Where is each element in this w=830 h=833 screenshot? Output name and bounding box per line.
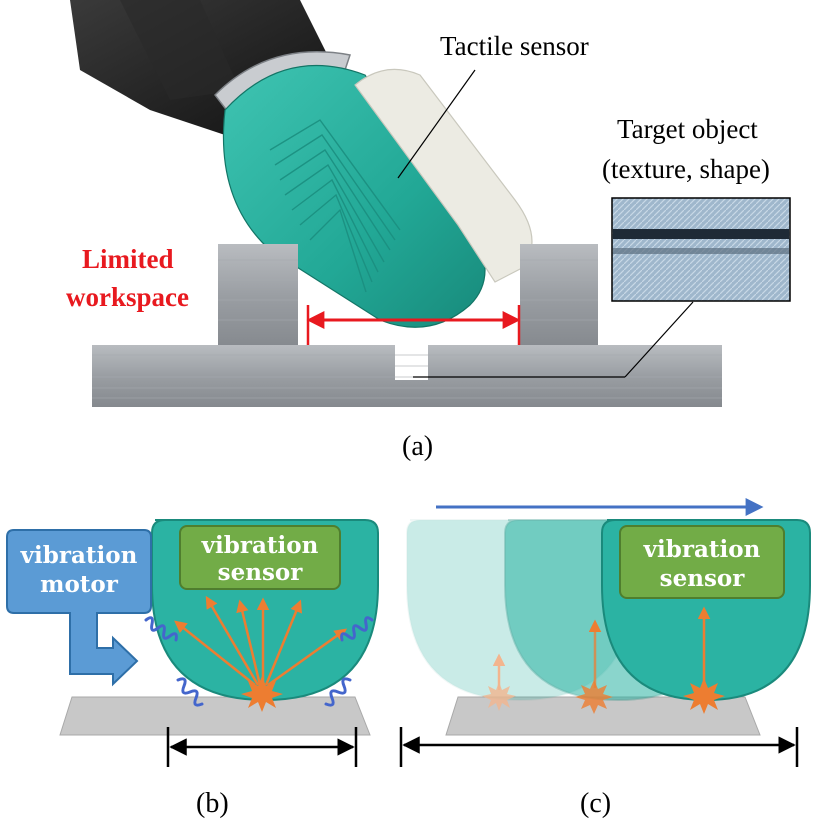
vibration-motor-label-line1: vibration: [20, 542, 138, 569]
vibration-sensor-box-c: [619, 525, 785, 599]
vibration-sensor-label-b-line2: sensor: [218, 559, 304, 586]
vibration-sensor-label-b-line1: vibration: [201, 532, 319, 559]
target-object-label-line2: (texture, shape): [602, 154, 770, 184]
target-wall-left: [218, 244, 298, 348]
vibration-motor-label-line2: motor: [40, 571, 119, 598]
texture-inset-groove: [613, 229, 789, 239]
surface-b: [59, 696, 371, 736]
target-object-leader-diag: [624, 301, 694, 378]
sensor-ridges: [269, 119, 401, 293]
vibration-sensor-label-c-line2: sensor: [660, 565, 746, 592]
contact-burst-b: [241, 676, 283, 712]
caption-b: (b): [196, 788, 229, 819]
panel-c: vibration sensor (c): [399, 498, 811, 819]
limited-workspace-label-line1: Limited: [82, 244, 174, 274]
tactile-sensor-leader: [397, 69, 476, 179]
print-layer-lines: [92, 259, 722, 399]
caption-a: (a): [402, 431, 433, 462]
vibration-sensor-box-b: [179, 525, 341, 590]
propagation-arrows-b: [174, 595, 348, 687]
limited-workspace-label-line2: workspace: [66, 282, 189, 312]
vibration-sensor-label-c-line1: vibration: [643, 536, 761, 563]
panel-b: vibration sensor vibration motor (b): [6, 519, 379, 819]
texture-inset-groove-2: [613, 248, 789, 254]
target-base: [92, 345, 722, 407]
vibration-waves-b: [144, 616, 374, 707]
caption-c: (c): [580, 788, 611, 819]
panel-a: Tactile sensor Target object (texture, s…: [66, 0, 791, 462]
robot-wrist-shadow: [120, 0, 240, 100]
tactile-sensor-label: Tactile sensor: [440, 31, 589, 61]
vibration-motor-callout: [6, 529, 152, 687]
ghost-2-burst: [575, 680, 613, 714]
target-wall-right: [520, 244, 598, 348]
target-object-label-line1: Target object: [617, 114, 758, 144]
contact-burst-c: [683, 678, 725, 714]
ghost-1-burst: [482, 682, 516, 711]
